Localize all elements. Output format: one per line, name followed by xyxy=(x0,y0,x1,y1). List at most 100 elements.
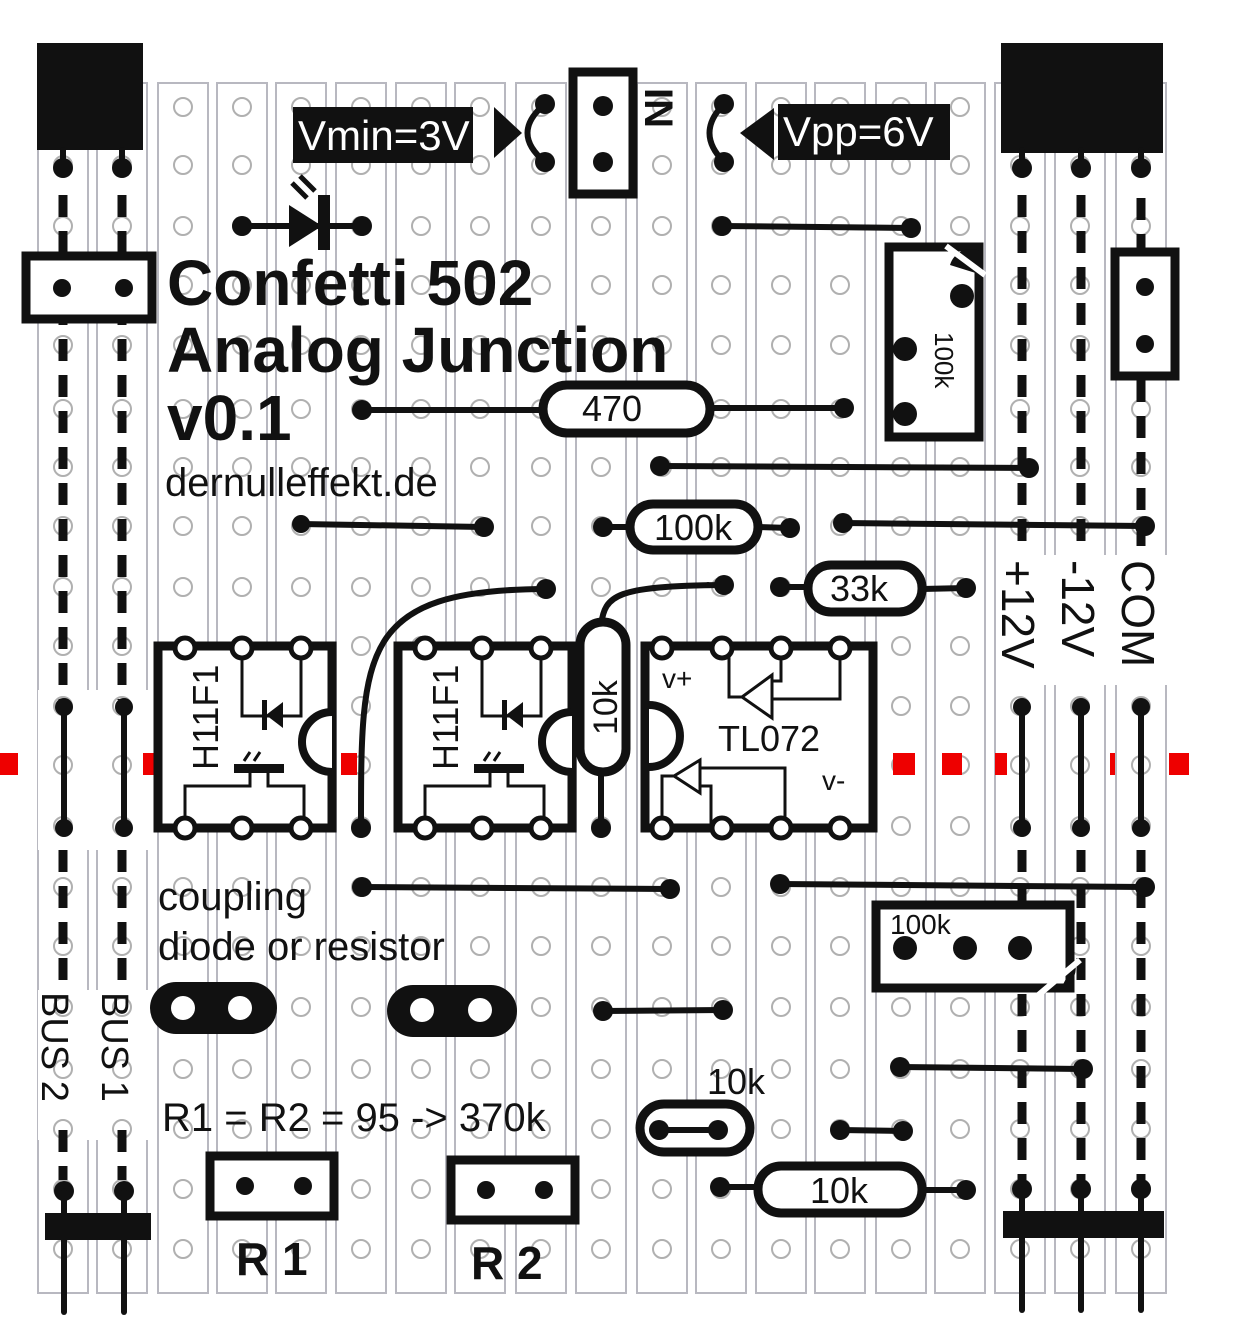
strip-hole xyxy=(470,155,490,175)
strip-hole xyxy=(470,1119,490,1139)
strip-hole xyxy=(830,1059,850,1079)
opto-notch xyxy=(298,708,333,776)
strip-hole xyxy=(232,1119,252,1139)
strip-hole xyxy=(652,335,672,355)
power-header-top xyxy=(1001,43,1163,178)
strip-hole xyxy=(411,1059,431,1079)
strip-hole xyxy=(891,997,911,1017)
strip-hole xyxy=(291,577,311,597)
strip-hole xyxy=(173,1179,193,1199)
title-line2: Analog Junction xyxy=(167,314,668,386)
opto-fet-gate xyxy=(474,764,524,773)
strip-hole xyxy=(950,816,970,836)
trimmer-top: 100k xyxy=(884,242,987,442)
strip-hole xyxy=(291,1239,311,1259)
coupling-pad-2 xyxy=(387,985,517,1037)
track-cut xyxy=(1169,753,1189,775)
opto-pin xyxy=(229,815,255,841)
strip-hole xyxy=(173,457,193,477)
strip-hole xyxy=(291,1119,311,1139)
optocoupler-1 xyxy=(153,635,337,841)
resistor-10k-small: 10k xyxy=(635,1061,766,1157)
strip-hole xyxy=(891,636,911,656)
strip-hole xyxy=(771,275,791,295)
strip-hole xyxy=(411,457,431,477)
strip-hole xyxy=(291,997,311,1017)
strip-hole xyxy=(232,275,252,295)
strip-hole xyxy=(291,457,311,477)
strip-hole xyxy=(112,997,132,1017)
strip-hole xyxy=(711,1059,731,1079)
strip-hole xyxy=(591,1059,611,1079)
opamp-pin xyxy=(827,635,853,661)
opamp-pin xyxy=(649,635,675,661)
strip-hole xyxy=(531,1059,551,1079)
strip-hole xyxy=(591,457,611,477)
strip-hole xyxy=(232,1059,252,1079)
strip-hole xyxy=(950,1119,970,1139)
strip-hole xyxy=(232,877,252,897)
optocoupler-2-label: H11F1 xyxy=(425,665,466,770)
strip-hole xyxy=(351,275,371,295)
strip-hole xyxy=(711,1239,731,1259)
strip-hole xyxy=(771,1119,791,1139)
r2-header xyxy=(446,1155,580,1225)
strip-hole xyxy=(470,97,490,117)
strip-hole xyxy=(291,1059,311,1079)
resistor-10k-bottom-value: 10k xyxy=(810,1170,869,1211)
strip-hole xyxy=(830,275,850,295)
strip-hole xyxy=(470,1059,490,1079)
opto-led-icon xyxy=(506,702,523,728)
strip-hole xyxy=(711,275,731,295)
strip-hole xyxy=(112,1059,132,1079)
title-line3: v0.1 xyxy=(167,382,292,454)
opto-fet-trace xyxy=(183,773,252,828)
resistor-33k: 33k xyxy=(803,560,927,617)
trimmer-bottom: 100k xyxy=(871,900,1082,1000)
strip-hole xyxy=(470,457,490,477)
strip-hole xyxy=(173,577,193,597)
strip-hole xyxy=(53,997,73,1017)
strip-hole xyxy=(351,335,371,355)
strip-hole xyxy=(411,936,431,956)
strip-hole xyxy=(531,1239,551,1259)
plus12v-label: +12V xyxy=(992,560,1044,669)
input-label: IN xyxy=(636,88,680,128)
strip-hole xyxy=(652,1239,672,1259)
title-line1: Confetti 502 xyxy=(167,247,533,319)
com-jumper-header xyxy=(1110,247,1180,381)
strip-hole xyxy=(652,97,672,117)
bus-header-bottom xyxy=(45,1181,151,1315)
resistor-10k-bottom: 10k xyxy=(753,1161,927,1218)
power-header-bottom xyxy=(1003,1179,1164,1313)
strip-hole xyxy=(950,696,970,716)
strip-hole xyxy=(411,1239,431,1259)
opto-pin xyxy=(528,635,554,661)
opto-led-icon xyxy=(266,702,283,728)
opamp-label: TL072 xyxy=(718,718,820,759)
strip-hole xyxy=(711,936,731,956)
opamp-pin xyxy=(768,635,794,661)
strip-hole xyxy=(830,1239,850,1259)
strip-hole xyxy=(232,516,252,536)
strip-hole xyxy=(470,335,490,355)
track-cut xyxy=(341,753,357,775)
strip-hole xyxy=(173,335,193,355)
opamp-pin xyxy=(709,815,735,841)
strip-hole xyxy=(351,997,371,1017)
optocoupler-1-label: H11F1 xyxy=(185,665,226,770)
coupling-pad-1 xyxy=(150,982,277,1034)
strip-hole xyxy=(891,1239,911,1259)
strip-hole xyxy=(771,997,791,1017)
input-header xyxy=(568,67,638,199)
strip-hole xyxy=(173,399,193,419)
strip-hole xyxy=(830,335,850,355)
opamp-pin xyxy=(649,815,675,841)
opto-pin xyxy=(412,815,438,841)
strip-hole xyxy=(531,335,551,355)
r1-label: R 1 xyxy=(236,1233,308,1285)
opto-pin xyxy=(528,815,554,841)
strip-hole xyxy=(470,275,490,295)
strip-hole xyxy=(591,1179,611,1199)
